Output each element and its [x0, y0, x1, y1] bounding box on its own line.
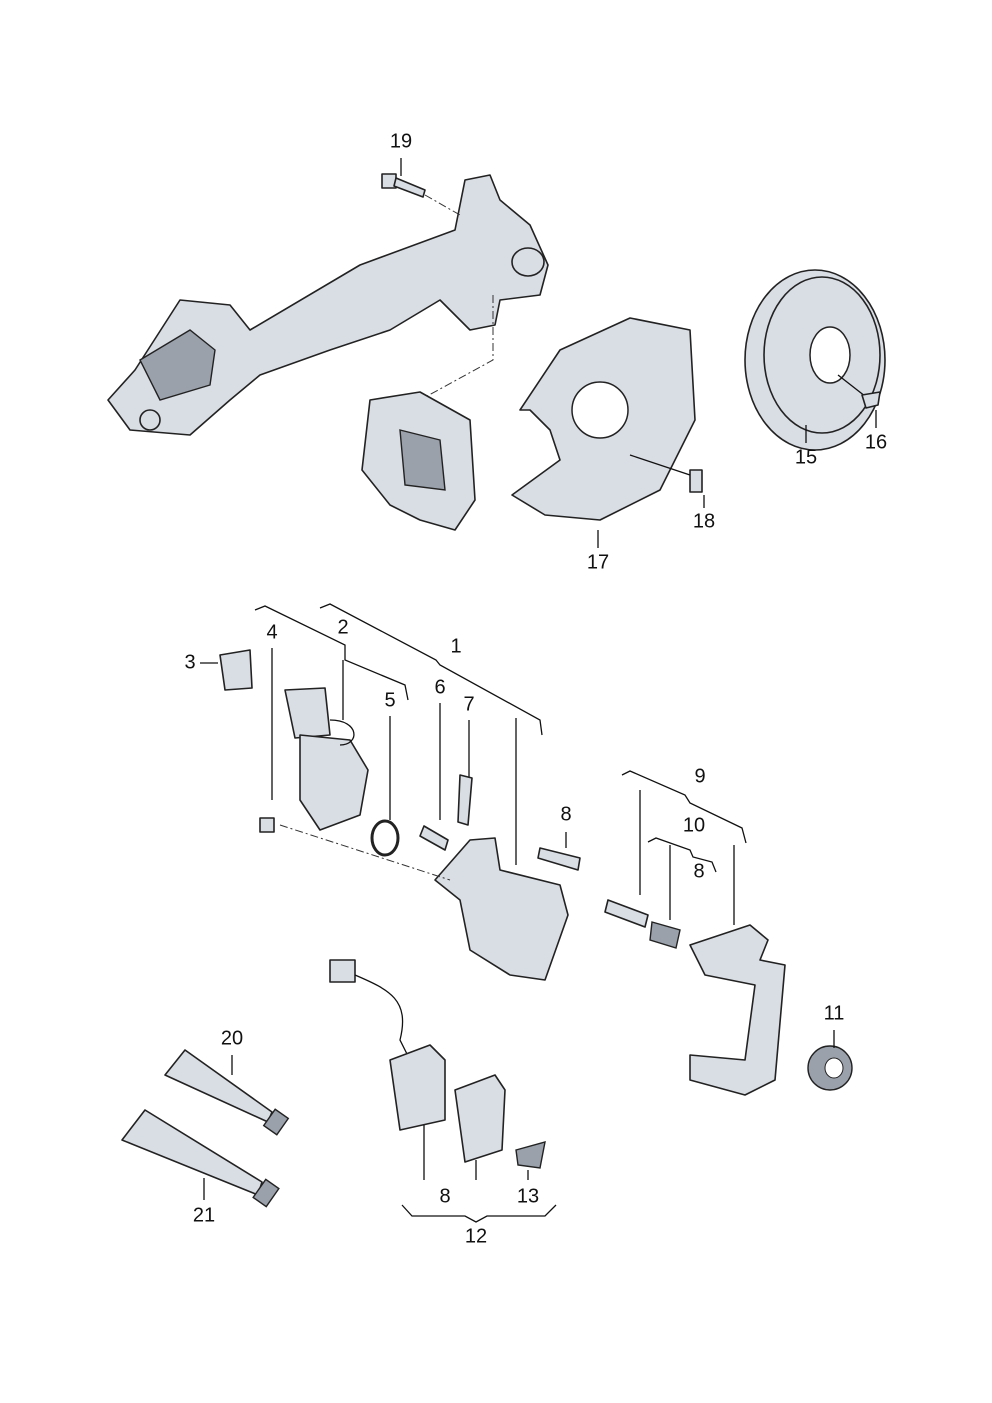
callout-21: 21: [192, 1204, 216, 1227]
callout-6: 6: [434, 676, 446, 699]
clip-13: [515, 1141, 546, 1169]
callout-2: 2: [337, 616, 349, 639]
callout-10: 10: [682, 814, 706, 837]
callout-9: 9: [694, 765, 706, 788]
brake-backing-plate: [511, 317, 696, 521]
callout-12: 12: [464, 1225, 488, 1248]
grease-tube-21: [121, 1109, 280, 1208]
bleed-valve-6: [419, 825, 449, 851]
callout-8-carrier: 8: [693, 860, 705, 883]
callout-8-pads: 8: [439, 1185, 451, 1208]
callout-7: 7: [463, 693, 475, 716]
callout-13: 13: [516, 1185, 540, 1208]
callout-18: 18: [692, 510, 716, 533]
callout-1: 1: [450, 635, 462, 658]
callout-3: 3: [184, 651, 196, 674]
callout-17: 17: [586, 551, 610, 574]
bolt-4: [259, 817, 275, 833]
guide-sleeve-10: [649, 921, 681, 949]
guide-bolt: [604, 899, 649, 928]
bolt-19: [381, 173, 426, 198]
grease-tube-20: [164, 1049, 290, 1136]
brake-caliper-housing: [434, 837, 569, 981]
caliper-upper: [361, 391, 476, 531]
brake-disc: [744, 269, 886, 451]
bearing-11: [807, 1045, 853, 1091]
caliper-motor: [284, 687, 369, 831]
callout-15: 15: [794, 446, 818, 469]
callout-8: 8: [560, 803, 572, 826]
bolt-8: [537, 847, 581, 871]
brake-pad-a: [389, 1044, 446, 1131]
callout-20: 20: [220, 1027, 244, 1050]
callout-16: 16: [864, 431, 888, 454]
bracket-7: [457, 774, 473, 826]
trailing-arm: [107, 174, 549, 436]
callout-4: 4: [266, 621, 278, 644]
callout-5: 5: [384, 689, 396, 712]
screw-16: [861, 391, 881, 409]
bolt-18: [689, 469, 703, 493]
callout-11: 11: [823, 1002, 845, 1025]
seal-ring-5: [370, 819, 400, 857]
connector-3: [219, 649, 253, 691]
wear-sensor: [329, 959, 411, 1061]
callout-19: 19: [389, 130, 413, 153]
brake-pad-b: [454, 1074, 506, 1163]
brake-carrier: [689, 924, 786, 1096]
